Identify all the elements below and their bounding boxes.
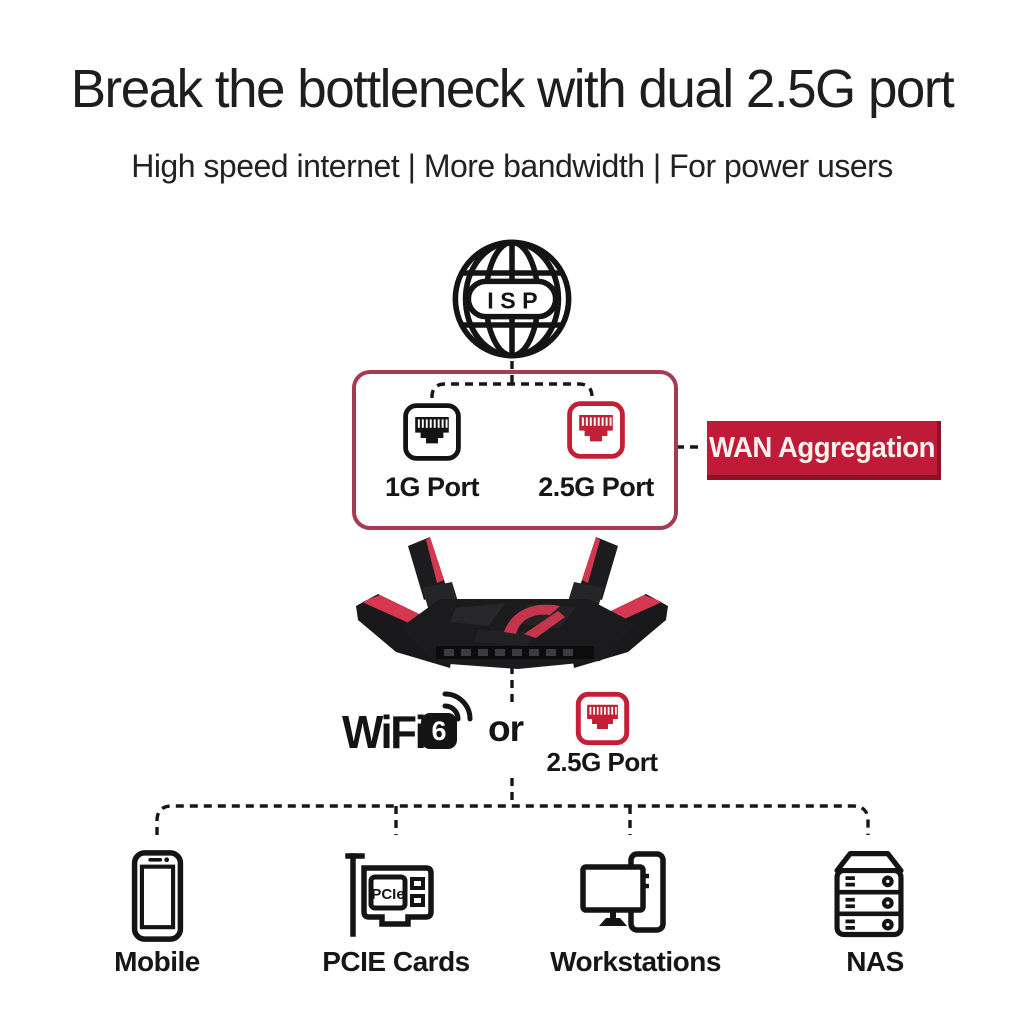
router-body [400,599,636,669]
wifi-signal-icon [441,691,473,723]
wan-aggregation-badge: WAN Aggregation [707,421,941,480]
ethernet-port-1g-icon [402,402,462,462]
isp-label: ISP [487,287,544,313]
rog-router-image [356,537,668,669]
downlink-port-25g-icon [575,691,630,746]
ethernet-port-25g-icon [566,400,626,460]
port-1g-label: 1G Port [384,472,480,502]
pcie-cards-label: PCIE Cards [322,946,470,977]
wan-aggregation-label: WAN Aggregation [708,431,936,464]
pcie-card-icon: PCIe [345,853,434,937]
page-subtitle: High speed internet | More bandwidth | F… [131,148,893,184]
nas-server-icon [834,851,904,938]
nas-label: NAS [846,946,904,977]
wifi-wordmark: WiFi [342,706,427,758]
wifi6-number: 6 [431,715,447,746]
workstation-icon [580,851,666,933]
smartphone-icon [131,850,184,942]
downlink-port-25g-label: 2.5G Port [546,747,658,777]
router-rear-antennas [408,537,618,614]
page-title: Break the bottleneck with dual 2.5G port [70,59,955,119]
mobile-label: Mobile [114,946,200,977]
workstations-label: Workstations [550,946,721,977]
wifi6-badge: 6 [421,713,457,749]
or-label: or [488,708,524,749]
rog-logo [504,604,565,638]
wan-ports-box [352,370,678,530]
pcie-chip-label: PCIe [371,886,404,903]
isp-globe-icon: ISP [452,239,572,359]
port-25g-label: 2.5G Port [538,472,654,502]
